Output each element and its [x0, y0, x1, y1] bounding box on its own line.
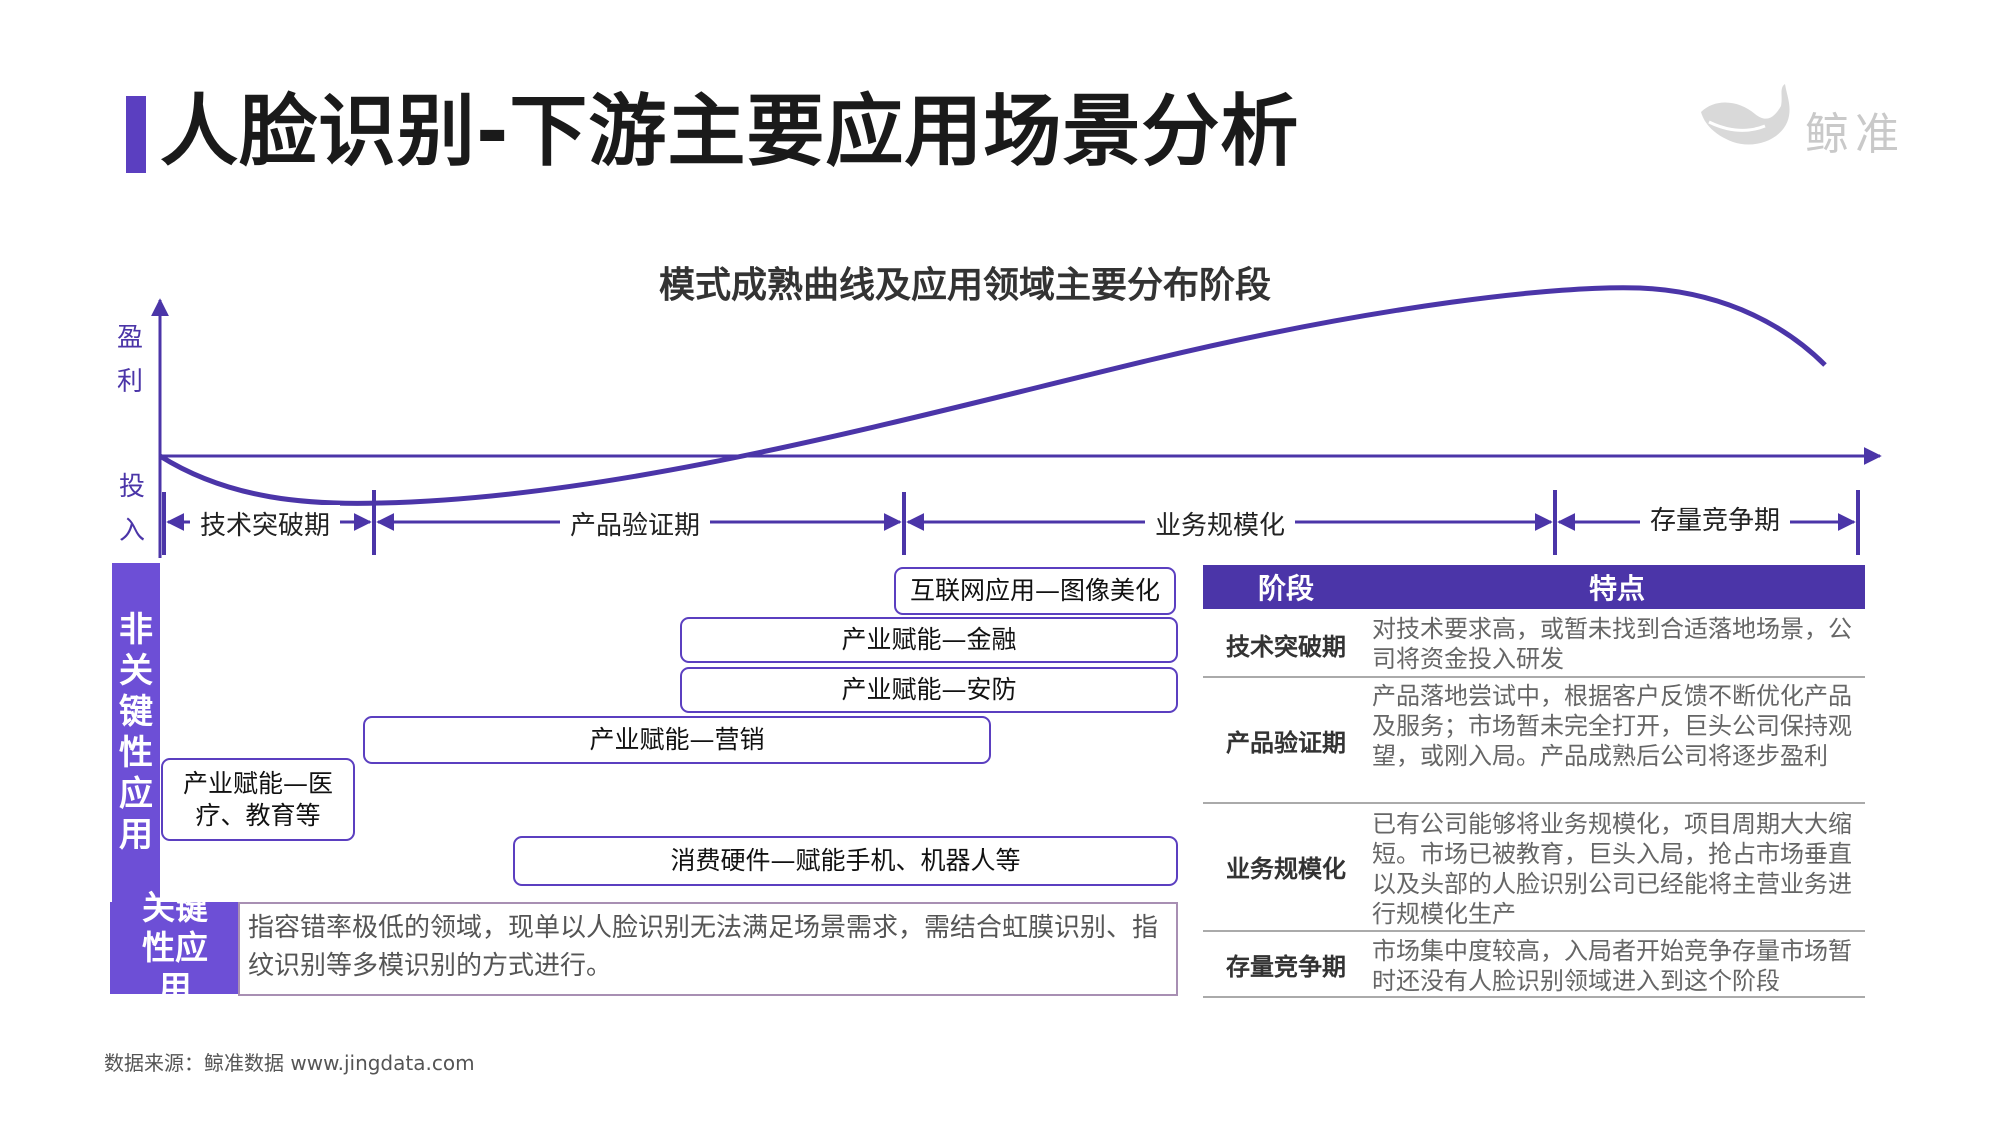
- stage-label-tech: 技术突破期: [190, 505, 341, 542]
- logo-text: 鲸准: [1805, 109, 1905, 160]
- app-box-consumer-hardware: 消费硬件—赋能手机、机器人等: [513, 836, 1178, 886]
- table-header-feature: 特点: [1369, 565, 1865, 609]
- maturity-curve: [158, 285, 1827, 506]
- non-key-apps-label: 非关键性应用: [112, 563, 160, 903]
- table-row-desc: 已有公司能够将业务规模化，项目周期大大缩短。市场已被教育，巨头入局，抢占市场垂直…: [1372, 810, 1852, 928]
- page-title: 人脸识别-下游主要应用场景分析: [160, 87, 1300, 177]
- chart-title: 模式成熟曲线及应用领域主要分布阶段: [658, 265, 1271, 306]
- table-row-divider: [1203, 676, 1865, 678]
- table-row-stage: 产品验证期: [1226, 728, 1346, 757]
- stage-label-competition: 存量竞争期: [1640, 500, 1791, 537]
- data-source: 数据来源：鲸准数据 www.jingdata.com: [104, 1051, 475, 1075]
- whale-logo-icon: [1701, 84, 1790, 145]
- table-header-stage: 阶段: [1203, 565, 1369, 609]
- stage-label-product: 产品验证期: [560, 505, 711, 542]
- app-box-marketing: 产业赋能—营销: [363, 716, 991, 764]
- table-row-desc: 产品落地尝试中，根据客户反馈不断优化产品及服务；市场暂未完全打开，巨头公司保持观…: [1372, 682, 1852, 770]
- table-row-desc: 市场集中度较高，入局者开始竞争存量市场暂时还没有人脸识别领域进入到这个阶段: [1372, 937, 1852, 995]
- table-row-divider: [1203, 996, 1865, 998]
- table-row-divider: [1203, 930, 1865, 932]
- app-box-security: 产业赋能—安防: [680, 667, 1178, 713]
- app-box-image-beauty: 互联网应用—图像美化: [894, 567, 1176, 615]
- table-row-divider: [1203, 802, 1865, 804]
- key-apps-label: 关键性应用: [110, 888, 240, 1007]
- y-axis-label-profit: 盈利: [116, 323, 143, 397]
- key-apps-text: 指容错率极低的领域，现单以人脸识别无法满足场景需求，需结合虹膜识别、指纹识别等多…: [248, 913, 1159, 981]
- app-box-finance: 产业赋能—金融: [680, 617, 1178, 663]
- key-apps-box: [238, 902, 1178, 996]
- table-row-stage: 存量竞争期: [1226, 952, 1346, 981]
- stage-label-scale: 业务规模化: [1145, 505, 1296, 542]
- app-box-medical-education: 产业赋能—医疗、教育等: [161, 758, 355, 841]
- table-row-stage: 业务规模化: [1226, 854, 1346, 883]
- title-accent-bar: [126, 96, 146, 173]
- y-axis-label-invest: 投入: [118, 472, 145, 546]
- table-row-desc: 对技术要求高，或暂未找到合适落地场景，公司将资金投入研发: [1372, 615, 1852, 673]
- table-row-stage: 技术突破期: [1226, 632, 1346, 661]
